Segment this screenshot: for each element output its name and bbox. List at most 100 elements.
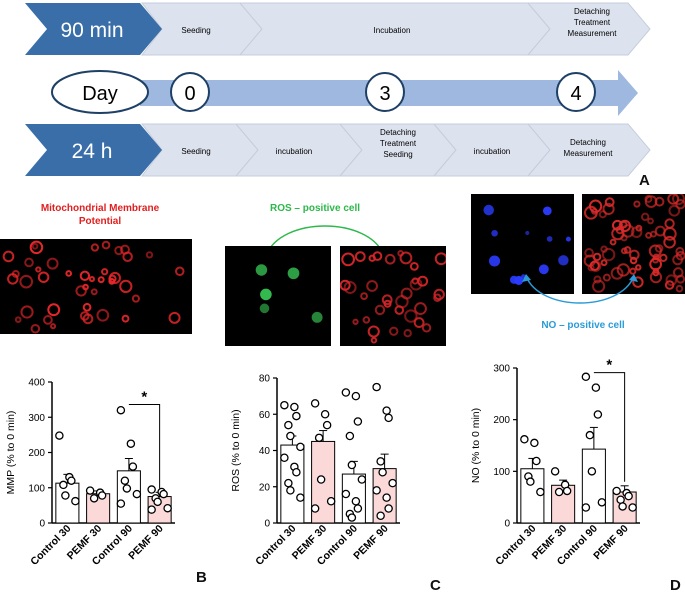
data-point [520, 435, 529, 444]
y-tick-label: 300 [493, 364, 510, 375]
cell [370, 336, 378, 344]
cell [287, 267, 300, 280]
data-point [116, 499, 126, 508]
data-point [126, 439, 136, 448]
cell [82, 302, 92, 312]
x-tick-label: Control 30 [493, 523, 538, 568]
cell [654, 225, 666, 237]
cell [630, 226, 643, 239]
data-point [326, 496, 336, 506]
cell [483, 204, 494, 216]
data-point [292, 411, 301, 421]
data-point [581, 372, 591, 382]
cell [381, 294, 393, 306]
cell [667, 194, 680, 205]
cell [259, 303, 270, 314]
mmp-image-title: Mitochondrial Membrane Potential [10, 202, 190, 228]
y-tick-label: 0 [264, 519, 270, 530]
data-point [89, 494, 99, 503]
cell [35, 266, 42, 273]
cell [75, 285, 87, 297]
cell [433, 293, 442, 302]
cell [403, 329, 412, 338]
cell [82, 313, 94, 325]
cell [90, 288, 98, 296]
day-number: 3 [379, 83, 390, 105]
cell [633, 200, 641, 208]
cell [621, 224, 635, 238]
cell [652, 267, 660, 274]
ros-red-cells [340, 250, 446, 344]
cell [672, 194, 685, 206]
no-blue-cells [483, 204, 571, 285]
cell [399, 251, 413, 265]
cell [19, 274, 34, 289]
data-point [320, 410, 330, 419]
y-axis-label: MMP (% to 0 min) [5, 411, 17, 495]
data-point [286, 486, 295, 495]
row-24-step: incubation [276, 147, 312, 156]
data-point [85, 486, 95, 495]
data-point [59, 480, 68, 490]
day-number: 0 [184, 83, 195, 105]
mmp-image [0, 239, 192, 334]
no-arrow [522, 274, 638, 304]
day-oval [51, 70, 149, 114]
data-point [526, 477, 535, 486]
panel-letter-a: A [639, 172, 650, 189]
data-point [296, 442, 305, 452]
cell [411, 277, 419, 285]
cell [79, 270, 91, 281]
cell [395, 294, 409, 309]
row-90-step: Incubation [374, 26, 411, 35]
data-point [147, 505, 156, 514]
cell [37, 271, 50, 283]
ros-image-title: ROS – positive cell [250, 202, 380, 215]
cell [108, 278, 116, 285]
day-label: Day [82, 83, 118, 105]
cell [367, 325, 380, 338]
cell [362, 316, 371, 324]
day-arrow-head [618, 70, 638, 116]
data-point [372, 382, 381, 392]
cell [629, 267, 637, 275]
cell [601, 247, 616, 262]
y-tick-label: 100 [28, 483, 45, 494]
cell [593, 275, 602, 284]
cell [598, 210, 607, 219]
cell [145, 251, 154, 259]
cell [43, 315, 53, 325]
day-number: 4 [570, 83, 581, 105]
cell [168, 311, 181, 324]
data-point [550, 467, 560, 476]
cell [491, 229, 498, 237]
ros-title-text: ROS – positive cell [269, 203, 361, 214]
cell [558, 255, 569, 266]
cell [584, 205, 598, 220]
data-point [132, 489, 142, 499]
data-point [286, 431, 295, 441]
panel-letter-b: B [196, 569, 207, 586]
panel-letter-c: C [430, 577, 441, 594]
cell [665, 274, 678, 287]
x-tick-label: Control 30 [28, 523, 73, 568]
data-point [71, 496, 80, 506]
cell [604, 197, 615, 208]
cell [663, 235, 676, 249]
cell [30, 323, 41, 334]
y-tick-label: 200 [493, 415, 510, 426]
y-tick-label: 400 [28, 378, 45, 389]
cell [121, 314, 130, 323]
cell [20, 305, 34, 319]
y-tick-label: 200 [28, 448, 45, 459]
data-point [316, 475, 326, 484]
data-point [351, 391, 361, 401]
data-point [290, 402, 299, 412]
data-point [296, 493, 305, 502]
data-point [351, 496, 361, 506]
significance-star: * [606, 357, 612, 374]
